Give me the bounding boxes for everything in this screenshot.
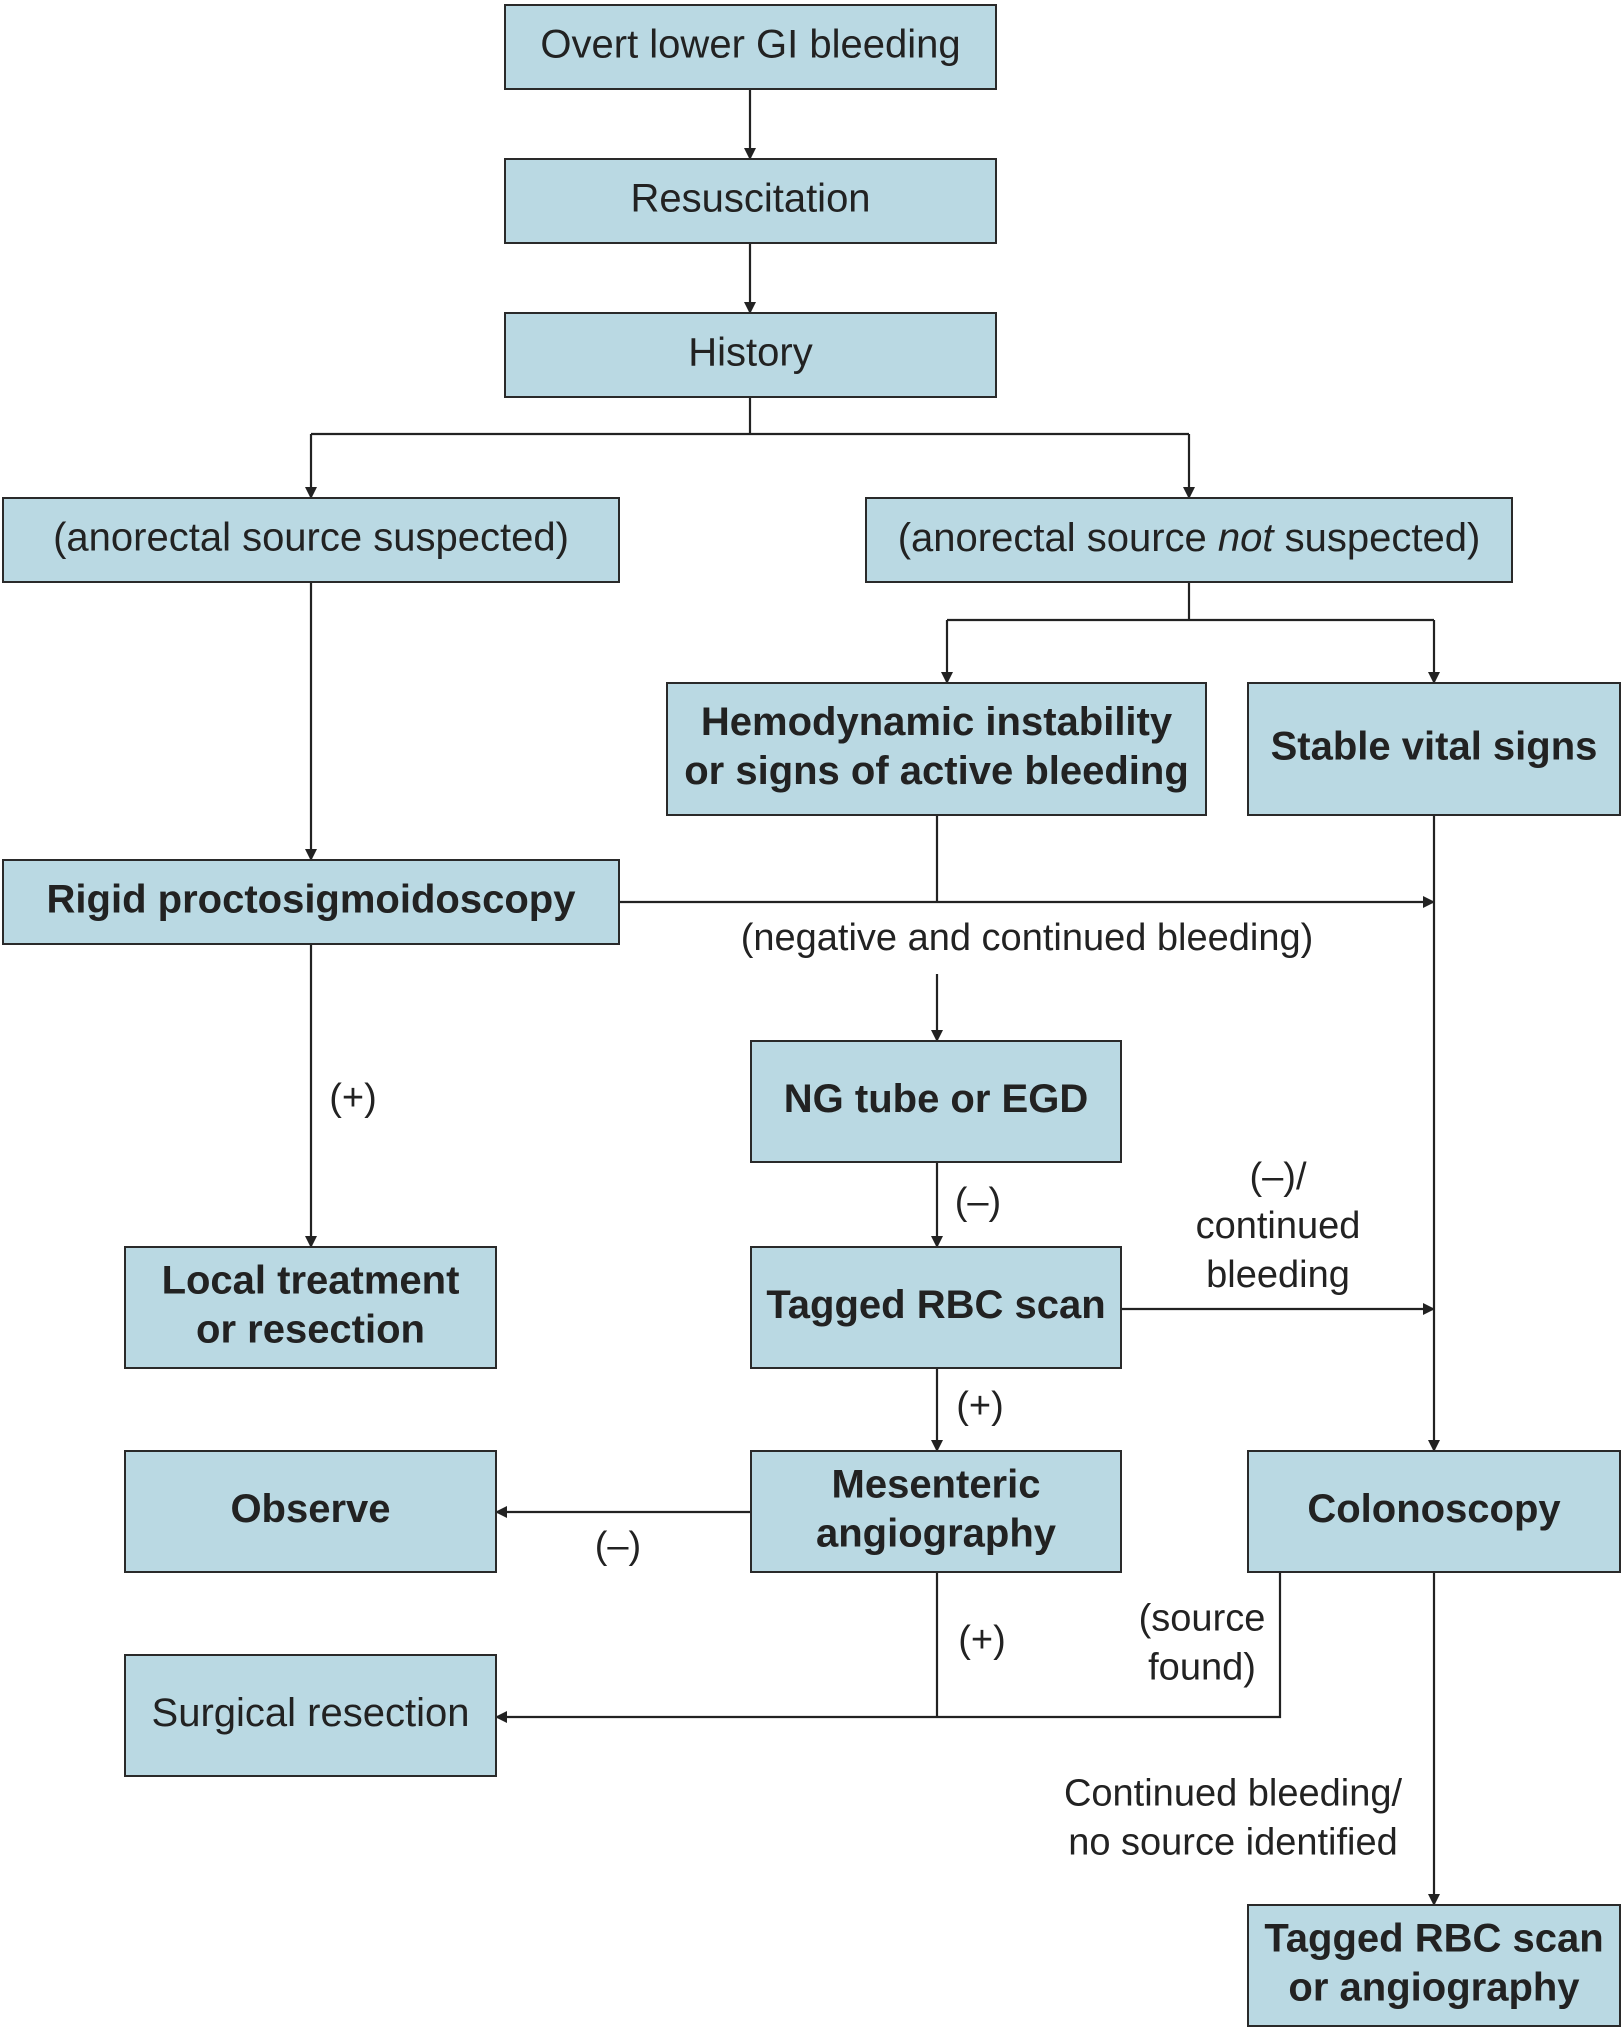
node-notsuspected-segment-0: (anorectal source <box>898 516 1218 560</box>
node-rigid-text-0: Rigid proctosigmoidoscopy <box>47 878 577 922</box>
label-plus-mesenteric: (+) <box>958 1619 1006 1661</box>
node-resus: Resuscitation <box>504 158 997 244</box>
node-local-text-1: or resection <box>196 1308 425 1352</box>
label-minus-continued-line-2: bleeding <box>1206 1254 1350 1296</box>
connectors <box>305 89 1440 1906</box>
node-tagged2-text-1: or angiography <box>1288 1966 1580 2010</box>
label-plus-rigid: (+) <box>329 1077 377 1119</box>
label-minus-continued: (–)/ continued bleeding <box>1196 1156 1361 1296</box>
node-mesenteric-box <box>750 1450 1122 1573</box>
node-notsuspected-box <box>865 497 1513 583</box>
node-local-box <box>124 1246 497 1369</box>
node-notsuspected: (anorectal source not suspected) <box>865 497 1513 583</box>
node-hemodynamic-box <box>666 682 1207 816</box>
node-ngtube-text-0: NG tube or EGD <box>784 1077 1088 1121</box>
label-source-found: (source found) <box>1139 1598 1266 1689</box>
node-surgical-box <box>124 1654 497 1777</box>
node-resus-box <box>504 158 997 244</box>
node-surgical: Surgical resection <box>124 1654 497 1777</box>
node-anorectal: (anorectal source suspected) <box>2 497 620 583</box>
edge-colonoscopy-surgical <box>495 1572 1282 1723</box>
node-tagged2-box <box>1247 1904 1621 2027</box>
label-continued-no-source: Continued bleeding/no source identified <box>1064 1773 1402 1864</box>
node-mesenteric-text-1: angiography <box>816 1512 1057 1556</box>
node-stable: Stable vital signs <box>1247 682 1621 816</box>
node-rigid-box <box>2 859 620 945</box>
node-history-box <box>504 312 997 398</box>
node-history-text-0: History <box>688 331 812 375</box>
node-stable-box <box>1247 682 1621 816</box>
node-tagged: Tagged RBC scan <box>750 1246 1122 1369</box>
node-hemodynamic-text-0: Hemodynamic instability <box>701 700 1173 744</box>
label-plus-mesenteric-line-0: (+) <box>958 1619 1006 1661</box>
node-observe: Observe <box>124 1450 497 1573</box>
node-observe-box <box>124 1450 497 1573</box>
node-ngtube-box <box>750 1040 1122 1163</box>
edge-labels: (negative and continued bleeding) (+) (–) (… <box>329 917 1402 1864</box>
node-local: Local treatment or resection <box>124 1246 497 1369</box>
node-notsuspected-segment-2: suspected) <box>1273 516 1480 560</box>
nodes: Overt lower GI bleedingResuscitationHist… <box>2 4 1621 2027</box>
node-overt: Overt lower GI bleeding <box>504 4 997 90</box>
node-rigid: Rigid proctosigmoidoscopy <box>2 859 620 945</box>
node-ngtube: NG tube or EGD <box>750 1040 1122 1163</box>
node-anorectal-box <box>2 497 620 583</box>
label-plus-tagged-line-0: (+) <box>956 1385 1004 1427</box>
node-resus-text-0: Resuscitation <box>630 177 870 221</box>
node-colonoscopy: Colonoscopy <box>1247 1450 1621 1573</box>
label-minus-continued-line-1: continued <box>1196 1205 1361 1247</box>
node-hemodynamic: Hemodynamic instability or signs of activ… <box>666 682 1207 816</box>
node-tagged-text-0: Tagged RBC scan <box>766 1283 1105 1327</box>
label-negative-continued-line-0: (negative and continued bleeding) <box>741 917 1314 959</box>
node-colonoscopy-box <box>1247 1450 1621 1573</box>
node-stable-text-0: Stable vital signs <box>1271 725 1598 769</box>
label-plus-tagged: (+) <box>956 1385 1004 1427</box>
node-local-text-0: Local treatment <box>162 1259 460 1303</box>
node-hemodynamic-text-1: or signs of active bleeding <box>684 749 1189 793</box>
label-minus-ng-line-0: (–) <box>955 1181 1001 1223</box>
node-tagged2: Tagged RBC scan or angiography <box>1247 1904 1621 2027</box>
node-observe-text-0: Observe <box>230 1487 390 1531</box>
node-anorectal-text-0: (anorectal source suspected) <box>53 516 569 560</box>
node-mesenteric: Mesenteric angiography <box>750 1450 1122 1573</box>
node-notsuspected-text-0: (anorectal source not suspected) <box>898 516 1481 560</box>
label-continued-no-source-line-0: Continued bleeding/ <box>1064 1773 1402 1815</box>
label-minus-observe-line-0: (–) <box>595 1525 641 1567</box>
node-history: History <box>504 312 997 398</box>
node-overt-text-0: Overt lower GI bleeding <box>540 23 960 67</box>
node-notsuspected-segment-1: not <box>1218 516 1275 560</box>
node-mesenteric-text-0: Mesenteric <box>832 1463 1041 1507</box>
label-source-found-line-0: (source <box>1139 1598 1266 1640</box>
label-minus-continued-line-0: (–)/ <box>1250 1156 1307 1198</box>
node-tagged-box <box>750 1246 1122 1369</box>
label-plus-rigid-line-0: (+) <box>329 1077 377 1119</box>
node-surgical-text-0: Surgical resection <box>152 1691 470 1735</box>
label-minus-ng: (–) <box>955 1181 1001 1223</box>
label-negative-continued: (negative and continued bleeding) <box>741 917 1314 959</box>
node-tagged2-text-0: Tagged RBC scan <box>1264 1917 1603 1961</box>
node-colonoscopy-text-0: Colonoscopy <box>1307 1487 1561 1531</box>
label-source-found-line-1: found) <box>1148 1647 1256 1689</box>
label-minus-observe: (–) <box>595 1525 641 1567</box>
node-overt-box <box>504 4 997 90</box>
label-continued-no-source-line-1: no source identified <box>1068 1822 1398 1864</box>
